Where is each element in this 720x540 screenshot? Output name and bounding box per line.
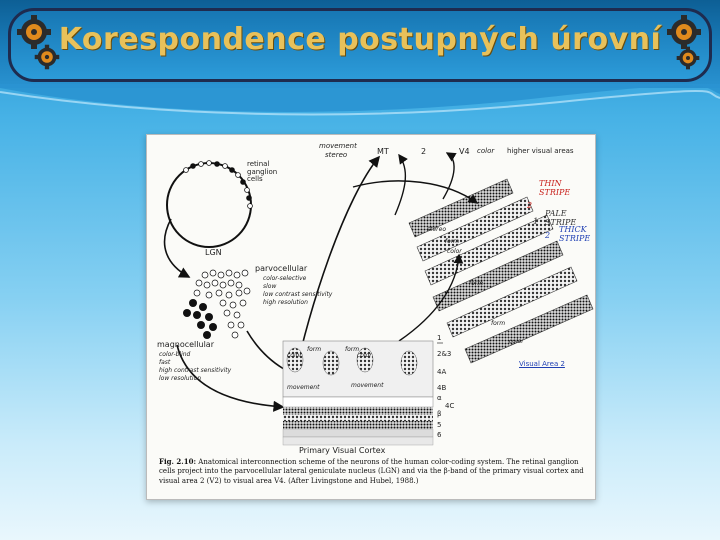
- layer-label: α: [437, 395, 442, 403]
- layer-label: 1: [437, 335, 441, 343]
- arrow-v2-2: [395, 155, 405, 215]
- layer-label: 2&3: [437, 351, 451, 359]
- figure-caption: Fig. 2.10: Anatomical interconnection sc…: [159, 457, 585, 486]
- stereo-label: stereo: [325, 152, 347, 160]
- layer-label: 5: [437, 422, 441, 430]
- mt-label: MT: [377, 148, 389, 157]
- magno-note: high contrast sensitivity: [159, 368, 231, 375]
- cortex-color-label: color: [357, 353, 372, 360]
- handwritten-number: 2: [527, 201, 532, 210]
- magno-label: magnocellular: [157, 341, 214, 350]
- figure-diagram: [147, 135, 595, 499]
- cortex-movement-label: movement: [287, 385, 319, 392]
- higher-areas-label: higher visual areas: [507, 148, 574, 156]
- stripe-label: stereo: [427, 227, 446, 234]
- handwritten-number: 1: [533, 217, 538, 226]
- layer-label: 6: [437, 432, 441, 440]
- area-2-label: 2: [421, 148, 426, 157]
- caption-text: Anatomical interconnection scheme of the…: [159, 458, 584, 485]
- cortex-form-label: form: [307, 347, 321, 354]
- visual-area-2-label: Visual Area 2: [519, 361, 565, 369]
- stripe-label: form: [491, 321, 505, 328]
- movement-label: movement: [319, 143, 357, 151]
- arrow-retina-lgn: [165, 219, 189, 277]
- layer-label: β: [437, 411, 441, 419]
- handwritten-thin-stripe: THIN STRIPE: [539, 179, 570, 197]
- slide-title: Korespondence postupných úrovní: [0, 22, 720, 57]
- magno-note: fast: [159, 360, 170, 367]
- arrow-v2-v4: [443, 153, 454, 199]
- handwritten-thick-stripe: THICK STRIPE: [559, 225, 590, 243]
- layer-label: 4A: [437, 369, 446, 377]
- ganglion-cells: [184, 161, 253, 209]
- parvo-note: color-selective: [263, 276, 306, 283]
- cortex-color-label: color: [287, 353, 302, 360]
- arrow-mt-v2: [353, 181, 477, 203]
- v4-color-label: color: [477, 148, 494, 156]
- parvo-note: low contrast sensitivity: [263, 292, 332, 299]
- parvo-note: high resolution: [263, 300, 308, 307]
- retina-label: retinal ganglion cells: [247, 161, 277, 184]
- layer-label: 4C: [445, 403, 454, 411]
- lgn-magno-cells: [183, 299, 217, 339]
- caption-number: Fig. 2.10:: [159, 457, 196, 466]
- banner-wave: [0, 84, 720, 124]
- stripe-label: form: [469, 281, 483, 288]
- cortex-movement-label: movement: [351, 383, 383, 390]
- magno-note: color-blind: [159, 352, 190, 359]
- layer-label: 4B: [437, 385, 446, 393]
- parvo-note: slow: [263, 284, 276, 291]
- magno-note: low resolution: [159, 376, 201, 383]
- primary-cortex-label: Primary Visual Cortex: [299, 447, 385, 456]
- stripe-label: form: [445, 239, 459, 246]
- handwritten-number: 2: [545, 231, 550, 240]
- stripe-label: color: [509, 339, 524, 346]
- v4-label: V4: [459, 148, 470, 157]
- parvo-label: parvocellular: [255, 265, 307, 274]
- scanned-figure: retinal ganglion cells LGN parvocellular…: [146, 134, 596, 500]
- lgn-label: LGN: [205, 249, 222, 258]
- stripe-label: color: [447, 249, 462, 256]
